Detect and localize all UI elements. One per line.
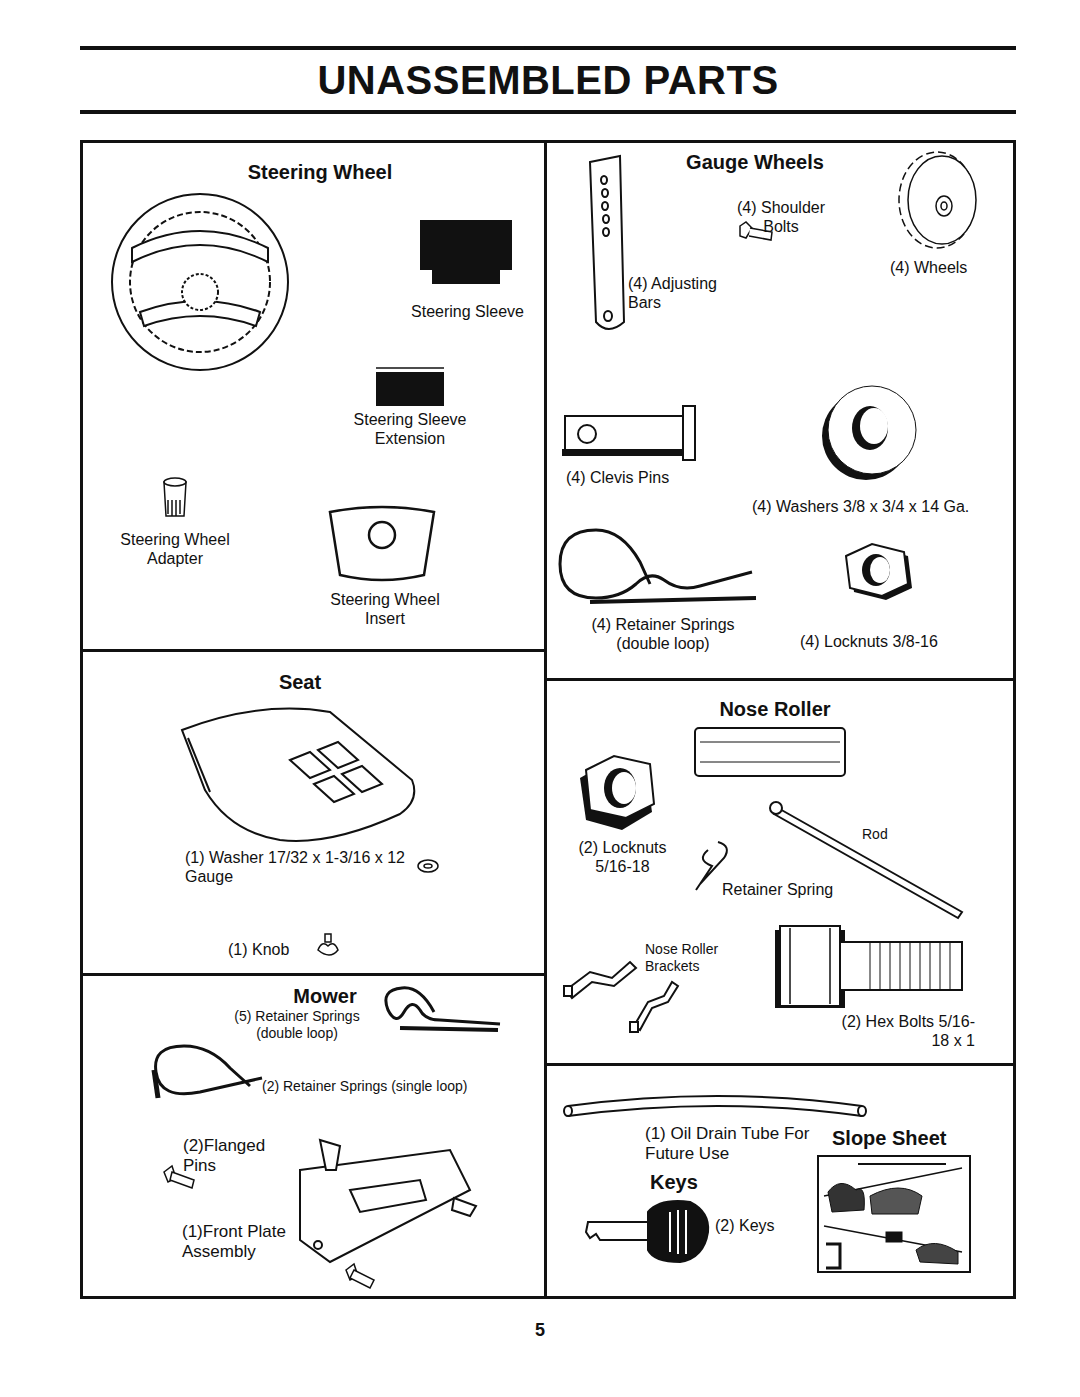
oil-drain-tube-drawing xyxy=(564,1096,866,1116)
retainer-spring-drawing xyxy=(560,530,756,602)
page-number: 5 xyxy=(520,1320,560,1341)
part-label: (4) Wheels xyxy=(890,258,1000,277)
parts-panel: Nose RollerRod (2) Locknuts 5/16-18Retain… xyxy=(544,678,1016,1066)
part-label: Rod xyxy=(862,826,912,843)
part-label: (4) Adjusting Bars xyxy=(628,274,743,312)
wheel-drawing xyxy=(899,152,976,248)
part-label: Nose Roller Brackets xyxy=(645,941,755,975)
parts-panel: Gauge Wheels (4) Shoulder Bolts (4) Wheels… xyxy=(544,140,1016,681)
hex-bolt-drawing xyxy=(775,926,962,1008)
key-drawing xyxy=(586,1201,708,1262)
wheel-adapter-drawing xyxy=(164,478,186,516)
part-label: (1) Oil Drain Tube For Future Use xyxy=(645,1124,810,1165)
part-label: (4) Clevis Pins xyxy=(566,468,706,487)
part-label: (2) Locknuts 5/16-18 xyxy=(560,838,685,876)
part-label: Steering Wheel Adapter xyxy=(105,530,245,568)
slope-sheet-drawing xyxy=(818,1156,970,1272)
part-label: (4) Shoulder Bolts xyxy=(722,198,840,236)
part-label: (1) Knob xyxy=(228,940,313,959)
part-label: (2) Keys xyxy=(715,1216,805,1235)
part-label: Steering Sleeve xyxy=(395,302,540,321)
steering-wheel-drawing xyxy=(112,194,288,370)
panel-heading: Nose Roller xyxy=(690,697,860,721)
wheel-insert-drawing xyxy=(330,507,434,580)
part-label: (1)Front Plate Assembly xyxy=(182,1222,307,1263)
part-label: (4) Retainer Springs (double loop) xyxy=(568,615,758,653)
sleeve-extension-drawing xyxy=(376,368,444,406)
panel-heading: Mower xyxy=(275,984,375,1008)
front-plate-drawing xyxy=(300,1140,476,1262)
part-label: (2) Retainer Springs (single loop) xyxy=(262,1078,522,1095)
part-label: (4) Locknuts 3/8-16 xyxy=(800,632,990,651)
part-label: Steering Sleeve Extension xyxy=(340,410,480,448)
seat-drawing xyxy=(182,709,414,841)
page-title: UNASSEMBLED PARTS xyxy=(80,58,1016,103)
panel-heading: Keys xyxy=(650,1170,720,1194)
title-rule xyxy=(80,46,1016,50)
roller-drawing xyxy=(695,728,845,776)
locknut-drawing xyxy=(846,544,912,600)
rod-drawing xyxy=(770,802,962,918)
panel-heading: Gauge Wheels xyxy=(660,150,850,174)
panel-heading: Slope Sheet xyxy=(832,1126,982,1150)
parts-panel: Steering WheelSteering SleeveSteering Sl… xyxy=(80,140,547,652)
parts-panel: (1) Oil Drain Tube For Future Use Slope S… xyxy=(544,1063,1016,1299)
part-label: Steering Wheel Insert xyxy=(315,590,455,628)
flanged-pin-drawing xyxy=(164,1166,374,1288)
part-label: (1) Washer 17/32 x 1-3/16 x 12 Gauge xyxy=(185,848,410,886)
adjusting-bar-drawing xyxy=(590,156,624,329)
washer-drawing xyxy=(822,386,916,480)
part-label: (4) Washers 3/8 x 3/4 x 14 Ga. xyxy=(752,497,1010,516)
part-label: (2)Flanged Pins xyxy=(183,1136,293,1177)
part-label: (2) Hex Bolts 5/16-18 x 1 xyxy=(840,1012,975,1050)
panel-heading: Seat xyxy=(250,670,350,694)
parts-panel: Mower(5) Retainer Springs (double loop) (… xyxy=(80,973,547,1299)
title-rule xyxy=(80,110,1016,114)
steering-sleeve-drawing xyxy=(420,220,512,284)
part-label: Retainer Spring xyxy=(722,880,862,899)
knob-icon xyxy=(318,934,338,955)
part-label: (5) Retainer Springs (double loop) xyxy=(212,1008,382,1042)
parts-panel: Seat (1) Washer 17/32 x 1-3/16 x 12 Gauge… xyxy=(80,649,547,976)
nose-locknut-drawing xyxy=(580,756,654,830)
panel-heading: Steering Wheel xyxy=(230,160,410,184)
clevis-pin-drawing xyxy=(563,406,695,460)
washer-icon xyxy=(418,860,438,872)
